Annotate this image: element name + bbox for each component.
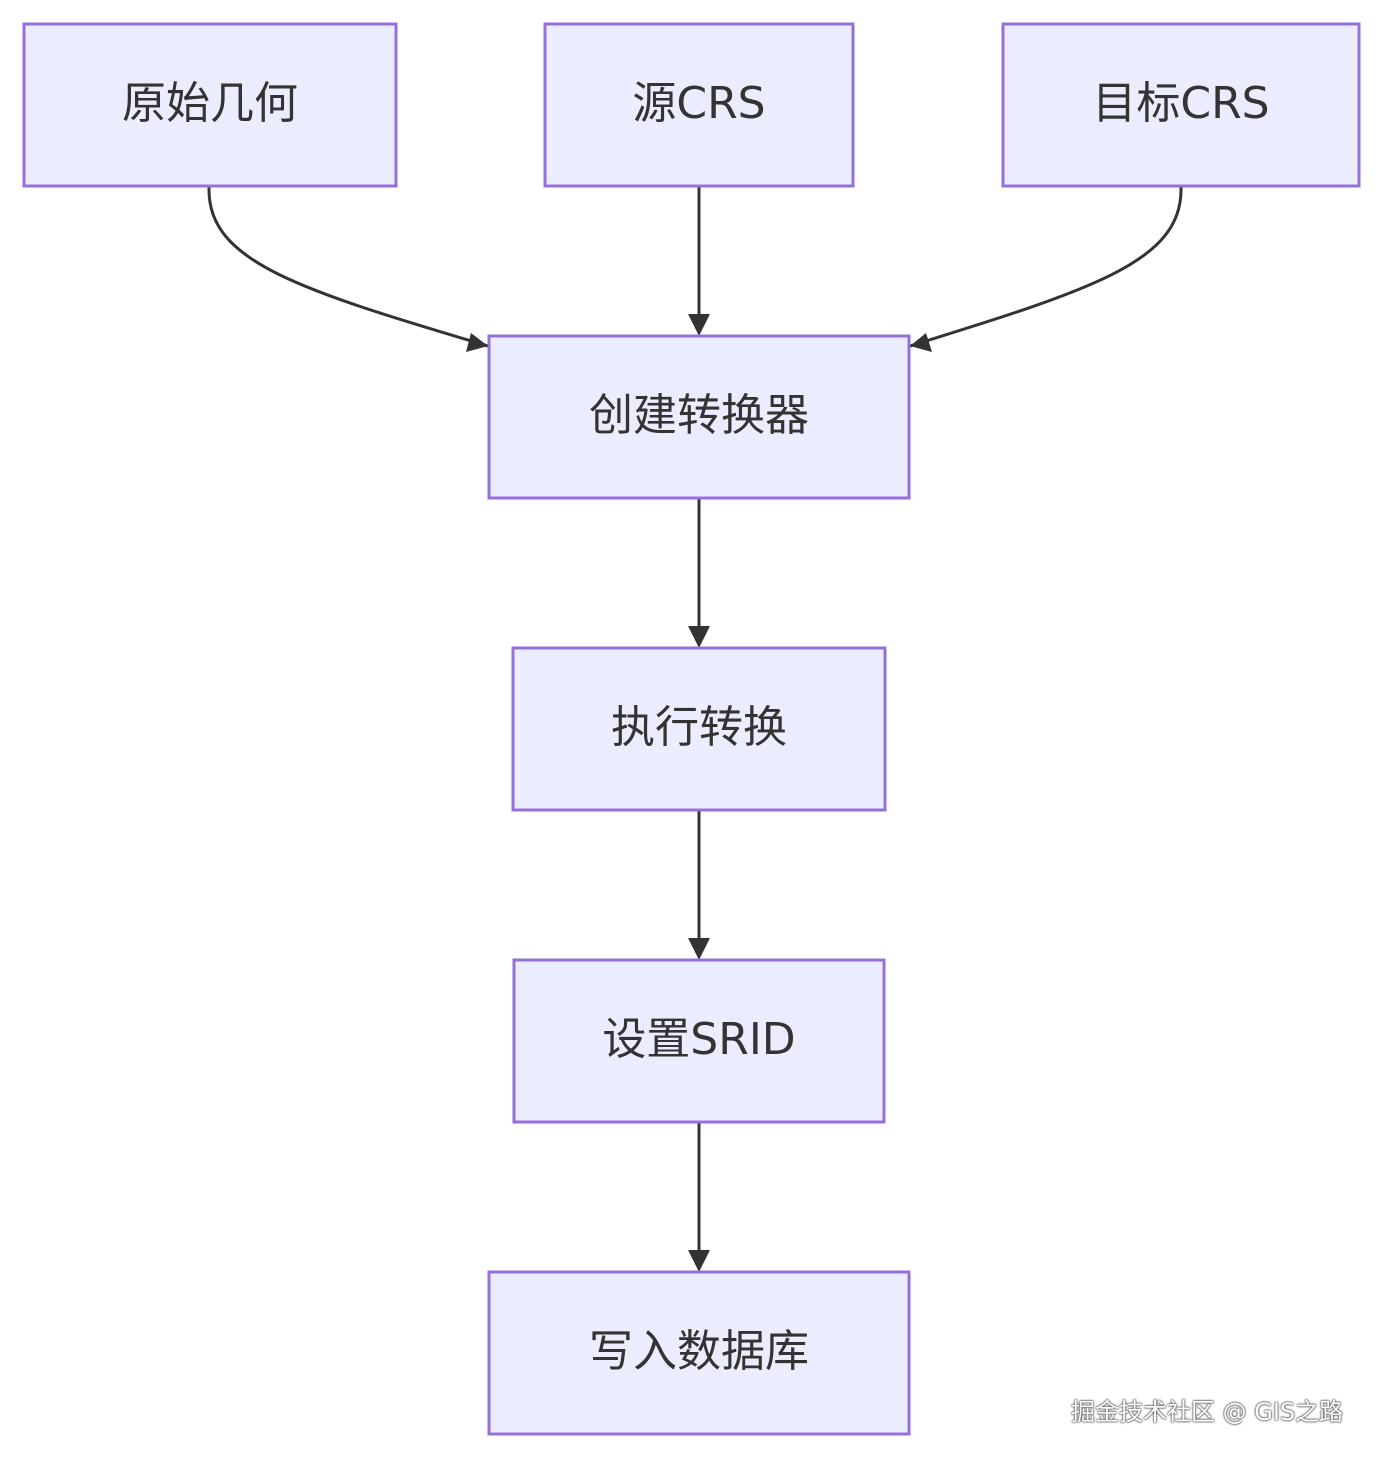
arrowhead [688,314,710,336]
edge-original-geometry-to-create-transformer [207,186,489,348]
node-label: 原始几何 [122,78,298,129]
node-original-geometry: 原始几何 [22,22,398,188]
node-label: 执行转换 [611,702,787,753]
arrowhead [688,938,710,960]
edge-target-crs-to-create-transformer [909,186,1183,348]
node-source-crs: 源CRS [543,22,855,188]
arrowhead [466,333,488,352]
node-label: 源CRS [632,78,765,129]
node-label: 写入数据库 [589,1326,809,1377]
node-set-srid: 设置SRID [512,958,886,1124]
node-write-database: 写入数据库 [487,1270,911,1436]
node-label: 设置SRID [602,1014,795,1065]
node-target-crs: 目标CRS [1001,22,1361,188]
arrowhead [688,1250,710,1272]
node-create-transformer: 创建转换器 [487,334,911,500]
node-label: 创建转换器 [589,390,809,441]
node-execute-transform: 执行转换 [511,646,887,812]
node-label: 目标CRS [1092,78,1269,129]
arrowhead [688,626,710,648]
watermark: 掘金技术社区 @ GIS之路 [1071,1398,1344,1426]
arrowhead [910,333,932,352]
